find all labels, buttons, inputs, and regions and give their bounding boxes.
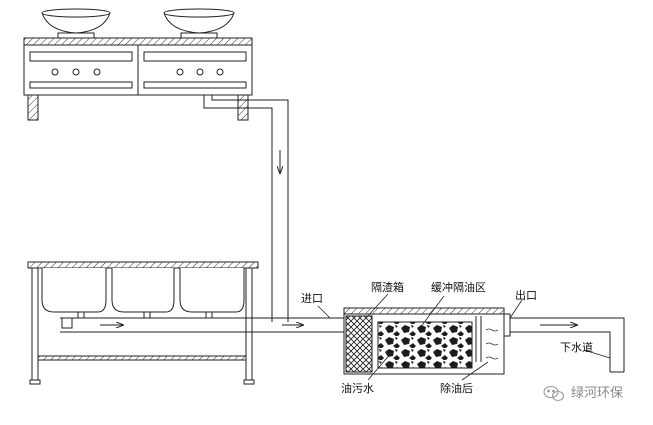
clean-water bbox=[485, 328, 499, 360]
sink-top-slab bbox=[27, 261, 259, 269]
stove-knobs-right bbox=[176, 68, 224, 76]
grease-trap bbox=[343, 307, 505, 375]
stove-top-slab bbox=[23, 37, 253, 46]
main-inlet-pipe bbox=[60, 317, 346, 333]
label-after-deoil: 除油后 bbox=[440, 381, 473, 395]
outlet-pipe bbox=[503, 313, 625, 373]
buffer-media bbox=[377, 321, 473, 369]
sink-bottom-shelf bbox=[37, 355, 247, 361]
label-leaders bbox=[317, 293, 611, 381]
sink-bowl-3 bbox=[179, 268, 245, 313]
sink-bowl-1 bbox=[41, 268, 107, 313]
sink-bowl-2 bbox=[111, 268, 175, 313]
watermark-text: 绿河环保 bbox=[571, 386, 623, 401]
label-sewer: 下水道 bbox=[560, 340, 593, 354]
label-oily-water: 油污水 bbox=[341, 381, 374, 395]
label-buffer-zone: 缓冲隔油区 bbox=[431, 280, 486, 294]
residue-basket bbox=[345, 315, 373, 373]
watermark: 绿河环保 bbox=[543, 385, 623, 402]
wok-right bbox=[163, 8, 235, 39]
label-residue-box: 隔渣箱 bbox=[371, 280, 404, 294]
label-inlet: 进口 bbox=[301, 292, 323, 305]
stove-drain-pipe bbox=[203, 95, 289, 322]
stove bbox=[23, 8, 253, 121]
grease-trap-lid bbox=[343, 307, 505, 315]
wechat-icon bbox=[543, 385, 565, 402]
stove-leg-left bbox=[27, 94, 39, 121]
label-outlet: 出口 bbox=[515, 288, 537, 302]
stove-knobs-left bbox=[51, 68, 101, 76]
sink-unit bbox=[27, 261, 259, 385]
wok-left bbox=[41, 8, 111, 39]
